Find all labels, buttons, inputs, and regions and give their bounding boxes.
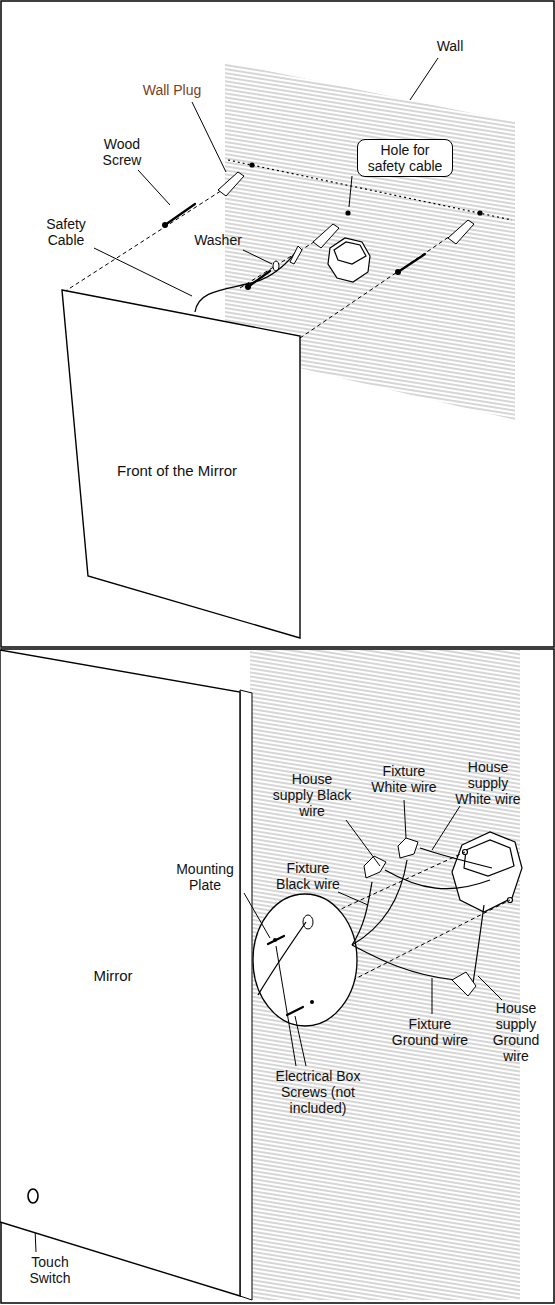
- mirror-label: Mirror: [93, 967, 132, 984]
- part-label: Hole for safety cable: [357, 139, 453, 177]
- mirror-panel: Mirror: [0, 650, 245, 1298]
- part-label: Electrical Box Screws (not included): [262, 1068, 374, 1116]
- part-label: Fixture Ground wire: [385, 1016, 475, 1048]
- part-label: Safety Cable: [35, 216, 97, 248]
- part-label: House supply White wire: [448, 759, 528, 807]
- mirror-label: Front of the Mirror: [117, 462, 237, 479]
- part-label: Mounting Plate: [168, 861, 243, 893]
- part-label: House supply Ground wire: [480, 1000, 552, 1064]
- part-label: Wall: [420, 38, 480, 54]
- part-label: Wall Plug: [127, 82, 217, 98]
- part-label: Wood Screw: [92, 136, 152, 168]
- part-label: Fixture White wire: [365, 763, 443, 795]
- mirror-panel: Front of the Mirror: [60, 288, 305, 640]
- part-label: Washer: [183, 232, 253, 248]
- part-label: Fixture Black wire: [268, 860, 348, 892]
- part-label: House supply Black wire: [272, 771, 352, 819]
- part-label: Touch Switch: [20, 1254, 80, 1286]
